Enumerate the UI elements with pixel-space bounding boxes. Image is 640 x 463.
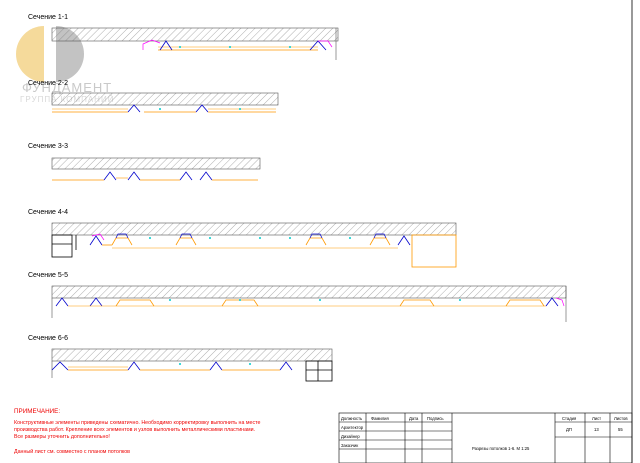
tb-col-surname: Фамилия	[371, 416, 389, 421]
section-label-6: Сечение 6-6	[28, 335, 68, 342]
note-line-3: Все размеры уточнить дополнительно!	[14, 434, 110, 440]
tb-header-sheet: Лист	[592, 416, 602, 421]
note-line-2: производства работ. Крепление всех элеме…	[14, 427, 256, 433]
section-label-4: Сечение 4-4	[28, 209, 68, 216]
tb-header-sheets: Листов	[614, 416, 628, 421]
tb-row-customer: Заказчик	[341, 443, 359, 448]
section-3-drawing	[51, 157, 261, 181]
section-5-drawing	[51, 285, 567, 322]
tb-stage-value: ДП	[566, 427, 572, 432]
tb-col-date: Дата	[409, 416, 419, 421]
logo-title: ФУНДАМЕНТ	[22, 80, 113, 95]
tb-col-position: Должность	[341, 416, 363, 421]
section-label-1: Сечение 1-1	[28, 14, 68, 21]
tb-header-stage: Стадия	[562, 416, 577, 421]
note-line-4: Данный лист см. совместно с планом потол…	[14, 449, 130, 455]
section-6-drawing	[51, 348, 333, 382]
section-label-2: Сечение 2-2	[28, 80, 68, 87]
section-label-3: Сечение 3-3	[28, 143, 68, 150]
title-block-grid	[338, 412, 633, 463]
section-4-drawing	[51, 222, 457, 268]
note-line-1: Конструктивные элементы приведены схемат…	[14, 420, 261, 426]
section-1-drawing	[51, 27, 339, 60]
tb-sheet-title: Разрезы потолков 1-6. М 1:25	[472, 446, 530, 451]
notes-title: ПРИМЕЧАНИЕ:	[14, 408, 61, 415]
tb-sheet-value: 13	[594, 427, 599, 432]
tb-sheets-value: 55	[618, 427, 623, 432]
section-label-5: Сечение 5-5	[28, 272, 68, 279]
section-2-drawing	[51, 92, 279, 113]
tb-row-designer: Дизайнер	[341, 434, 360, 439]
tb-row-architect: Архитектор	[341, 425, 364, 430]
tb-col-signature: Подпись	[427, 416, 444, 421]
